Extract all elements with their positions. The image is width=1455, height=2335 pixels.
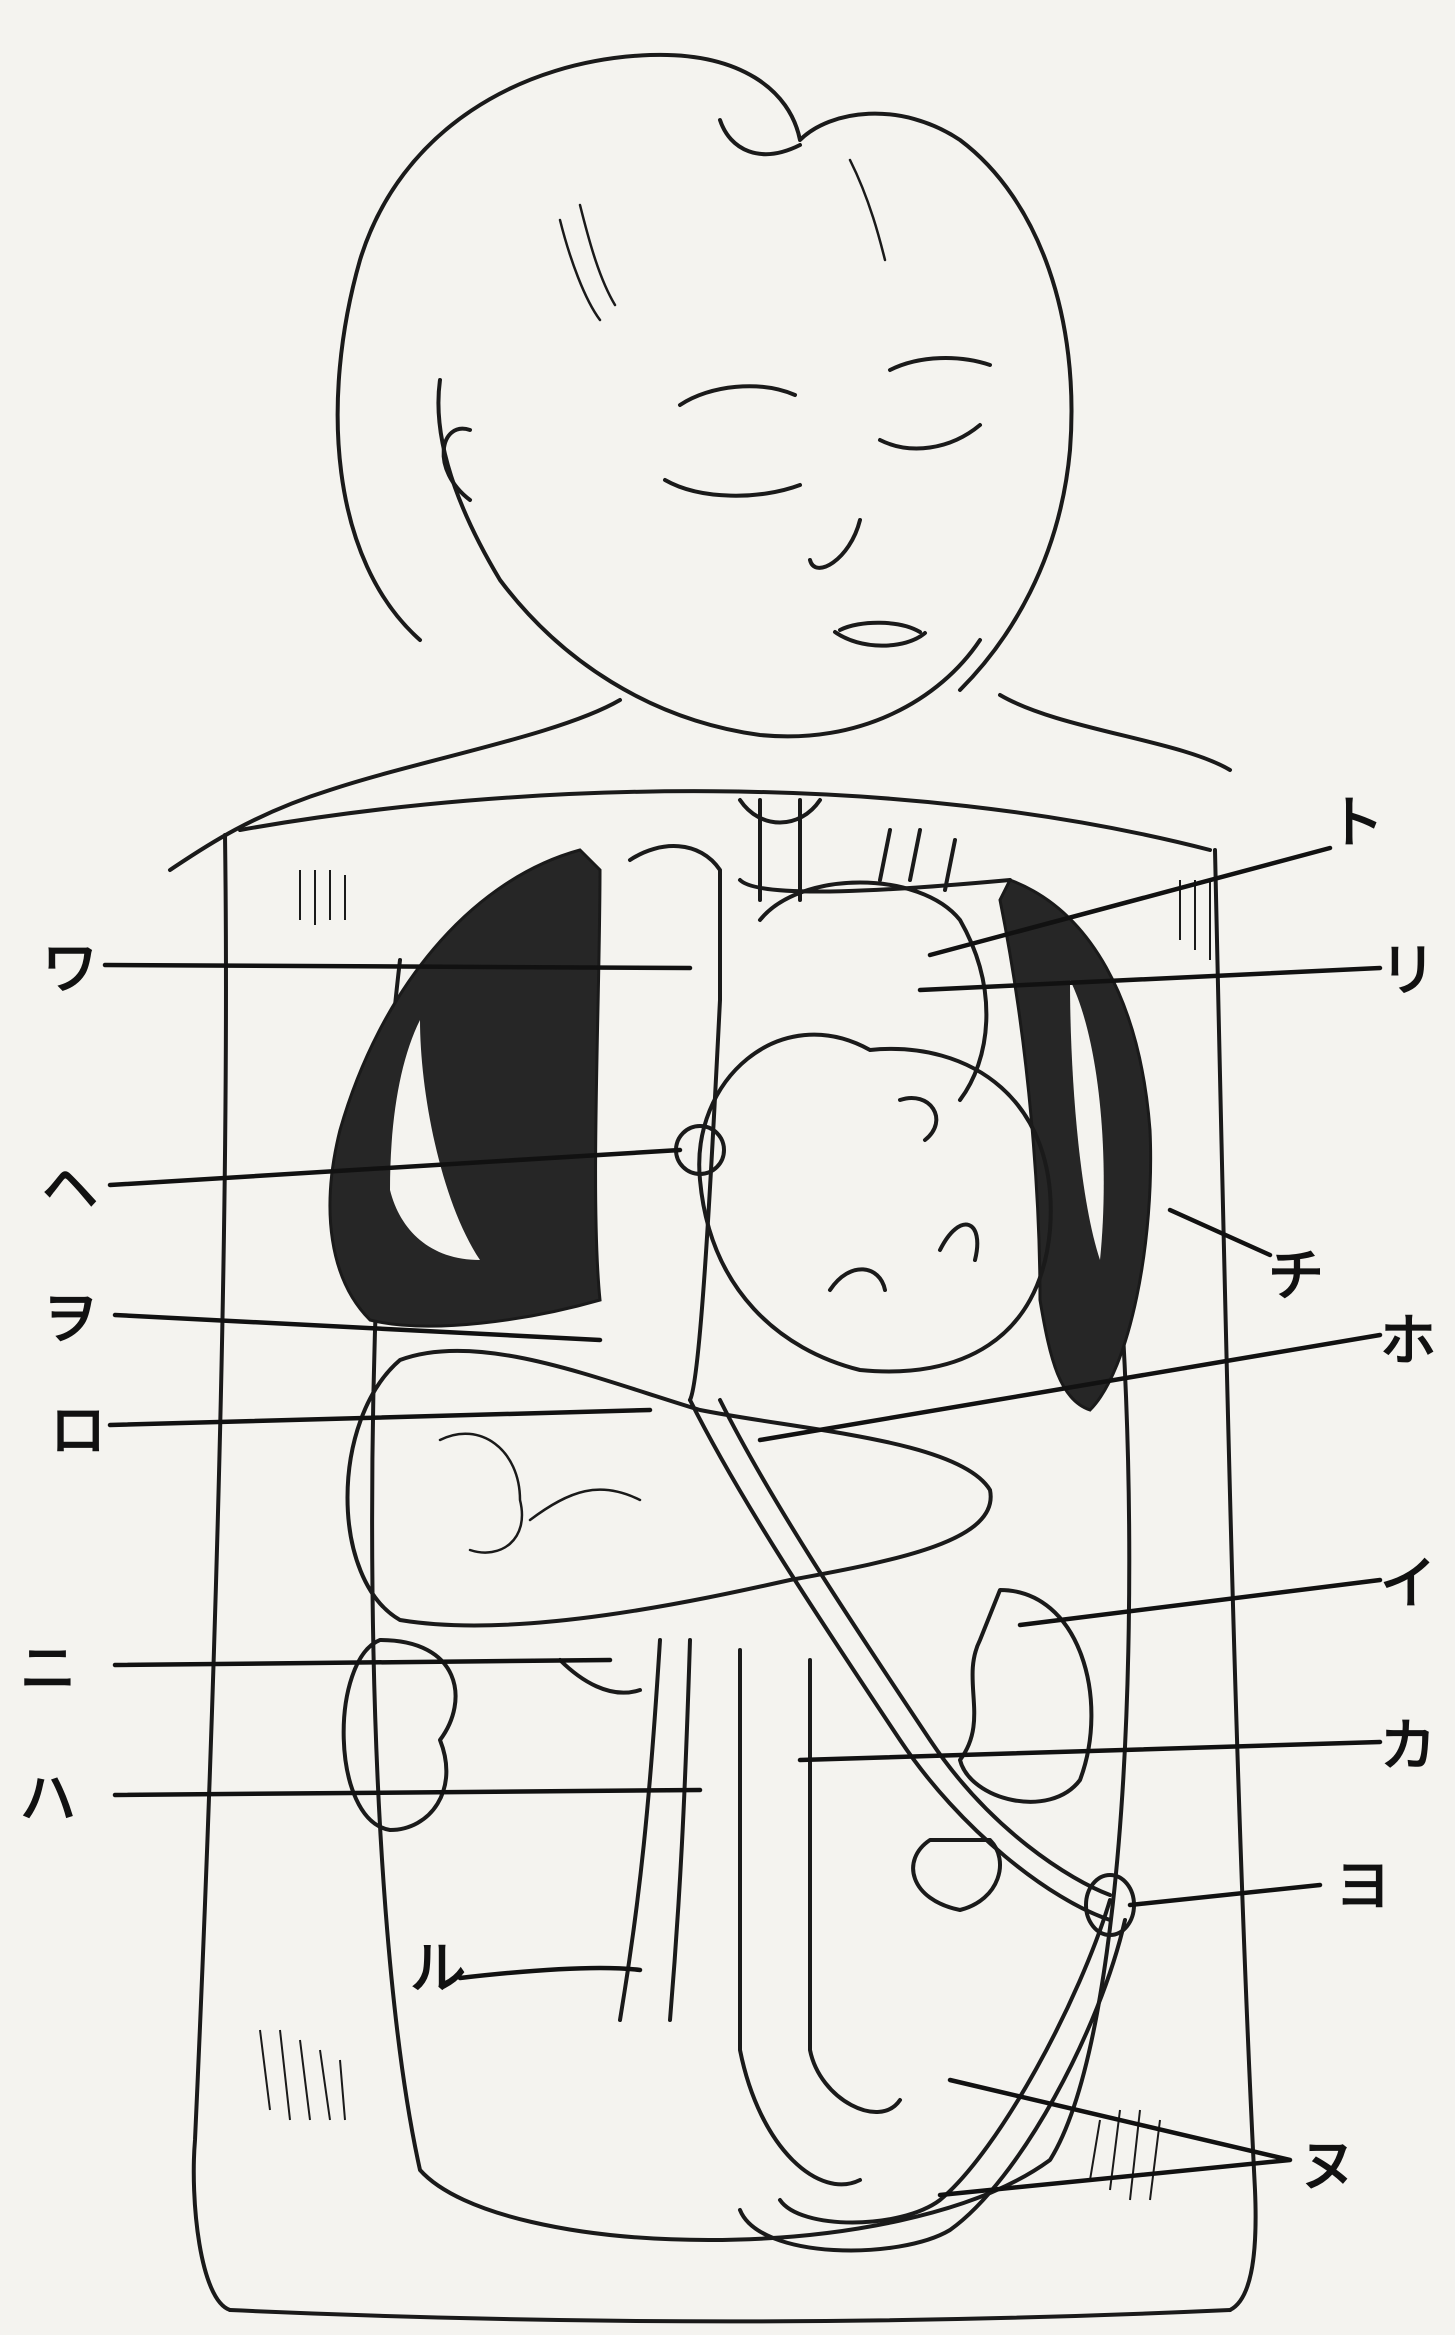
label-ho: ホ: [1380, 1309, 1436, 1374]
kidneys: [344, 1590, 1092, 1910]
heart-and-vessels: [630, 800, 1051, 1400]
aorta-and-vena-cava: [560, 1640, 690, 2020]
liver: [348, 1351, 991, 1626]
label-nu: ヌ: [1300, 2134, 1356, 2199]
label-wa: ワ: [42, 937, 98, 1002]
label-i: イ: [1380, 1552, 1436, 1617]
label-ri: リ: [1380, 939, 1436, 1004]
child-head: [338, 55, 1072, 737]
label-wo: ヲ: [42, 1287, 98, 1352]
label-ni: ニ: [20, 1637, 76, 1702]
torso-outline: [170, 695, 1256, 2321]
label-ka: カ: [1380, 1714, 1436, 1779]
labels: ワ ヘ ヲ ロ ニ ハ ル ト リ チ ホ イ カ ヨ ヌ: [20, 791, 1436, 2199]
label-ha: ハ: [20, 1767, 76, 1832]
label-chi: チ: [1268, 1244, 1324, 1309]
label-ro: ロ: [50, 1399, 106, 1464]
leader-lines: [105, 848, 1380, 2195]
label-yo: ヨ: [1335, 1854, 1391, 1919]
label-he: ヘ: [42, 1157, 98, 1222]
label-ru: ル: [410, 1937, 466, 2002]
lungs: [330, 850, 1151, 1410]
label-to: ト: [1328, 791, 1384, 856]
